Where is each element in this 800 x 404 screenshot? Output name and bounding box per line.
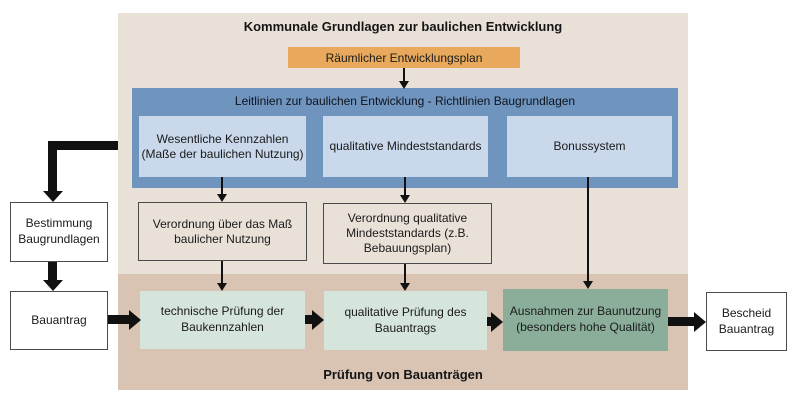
decision-box: Bescheid Bauantrag bbox=[706, 292, 787, 351]
review-title: Prüfung von Bauanträgen bbox=[323, 367, 483, 382]
review-step-technical-box: technische Prüfung der Baukennzahlen bbox=[140, 291, 305, 349]
review-step-qualitative-box: qualitative Prüfung des Bauantrags bbox=[324, 291, 487, 350]
foundations-title: Kommunale Grundlagen zur baulichen Entwi… bbox=[243, 19, 563, 34]
application-box: Bauantrag bbox=[10, 291, 108, 350]
guideline-item-kennzahlen: Wesentliche Kennzahlen (Maße der baulich… bbox=[139, 116, 306, 177]
determination-box: Bestimmung Baugrundlagen bbox=[10, 202, 108, 262]
spatial-development-plan-box: Räumlicher Entwicklungsplan bbox=[288, 47, 520, 68]
review-section: technische Prüfung der Baukennzahlen qua… bbox=[118, 274, 688, 390]
guideline-item-mindeststandards: qualitative Mindeststandards bbox=[323, 116, 488, 177]
guidelines-container: Leitlinien zur baulichen Entwicklung - R… bbox=[132, 88, 678, 188]
guideline-item-bonussystem: Bonussystem bbox=[507, 116, 672, 177]
review-step-exceptions-box: Ausnahmen zur Baunutzung (besonders hohe… bbox=[503, 289, 668, 351]
foundations-section: Kommunale Grundlagen zur baulichen Entwi… bbox=[118, 13, 688, 274]
guidelines-header: Leitlinien zur baulichen Entwicklung - R… bbox=[234, 94, 576, 108]
ordinance-mass-box: Verordnung über das Maß baulicher Nutzun… bbox=[138, 202, 307, 261]
ordinance-qualitative-box: Verordnung qualitative Mindeststandards … bbox=[323, 203, 492, 264]
